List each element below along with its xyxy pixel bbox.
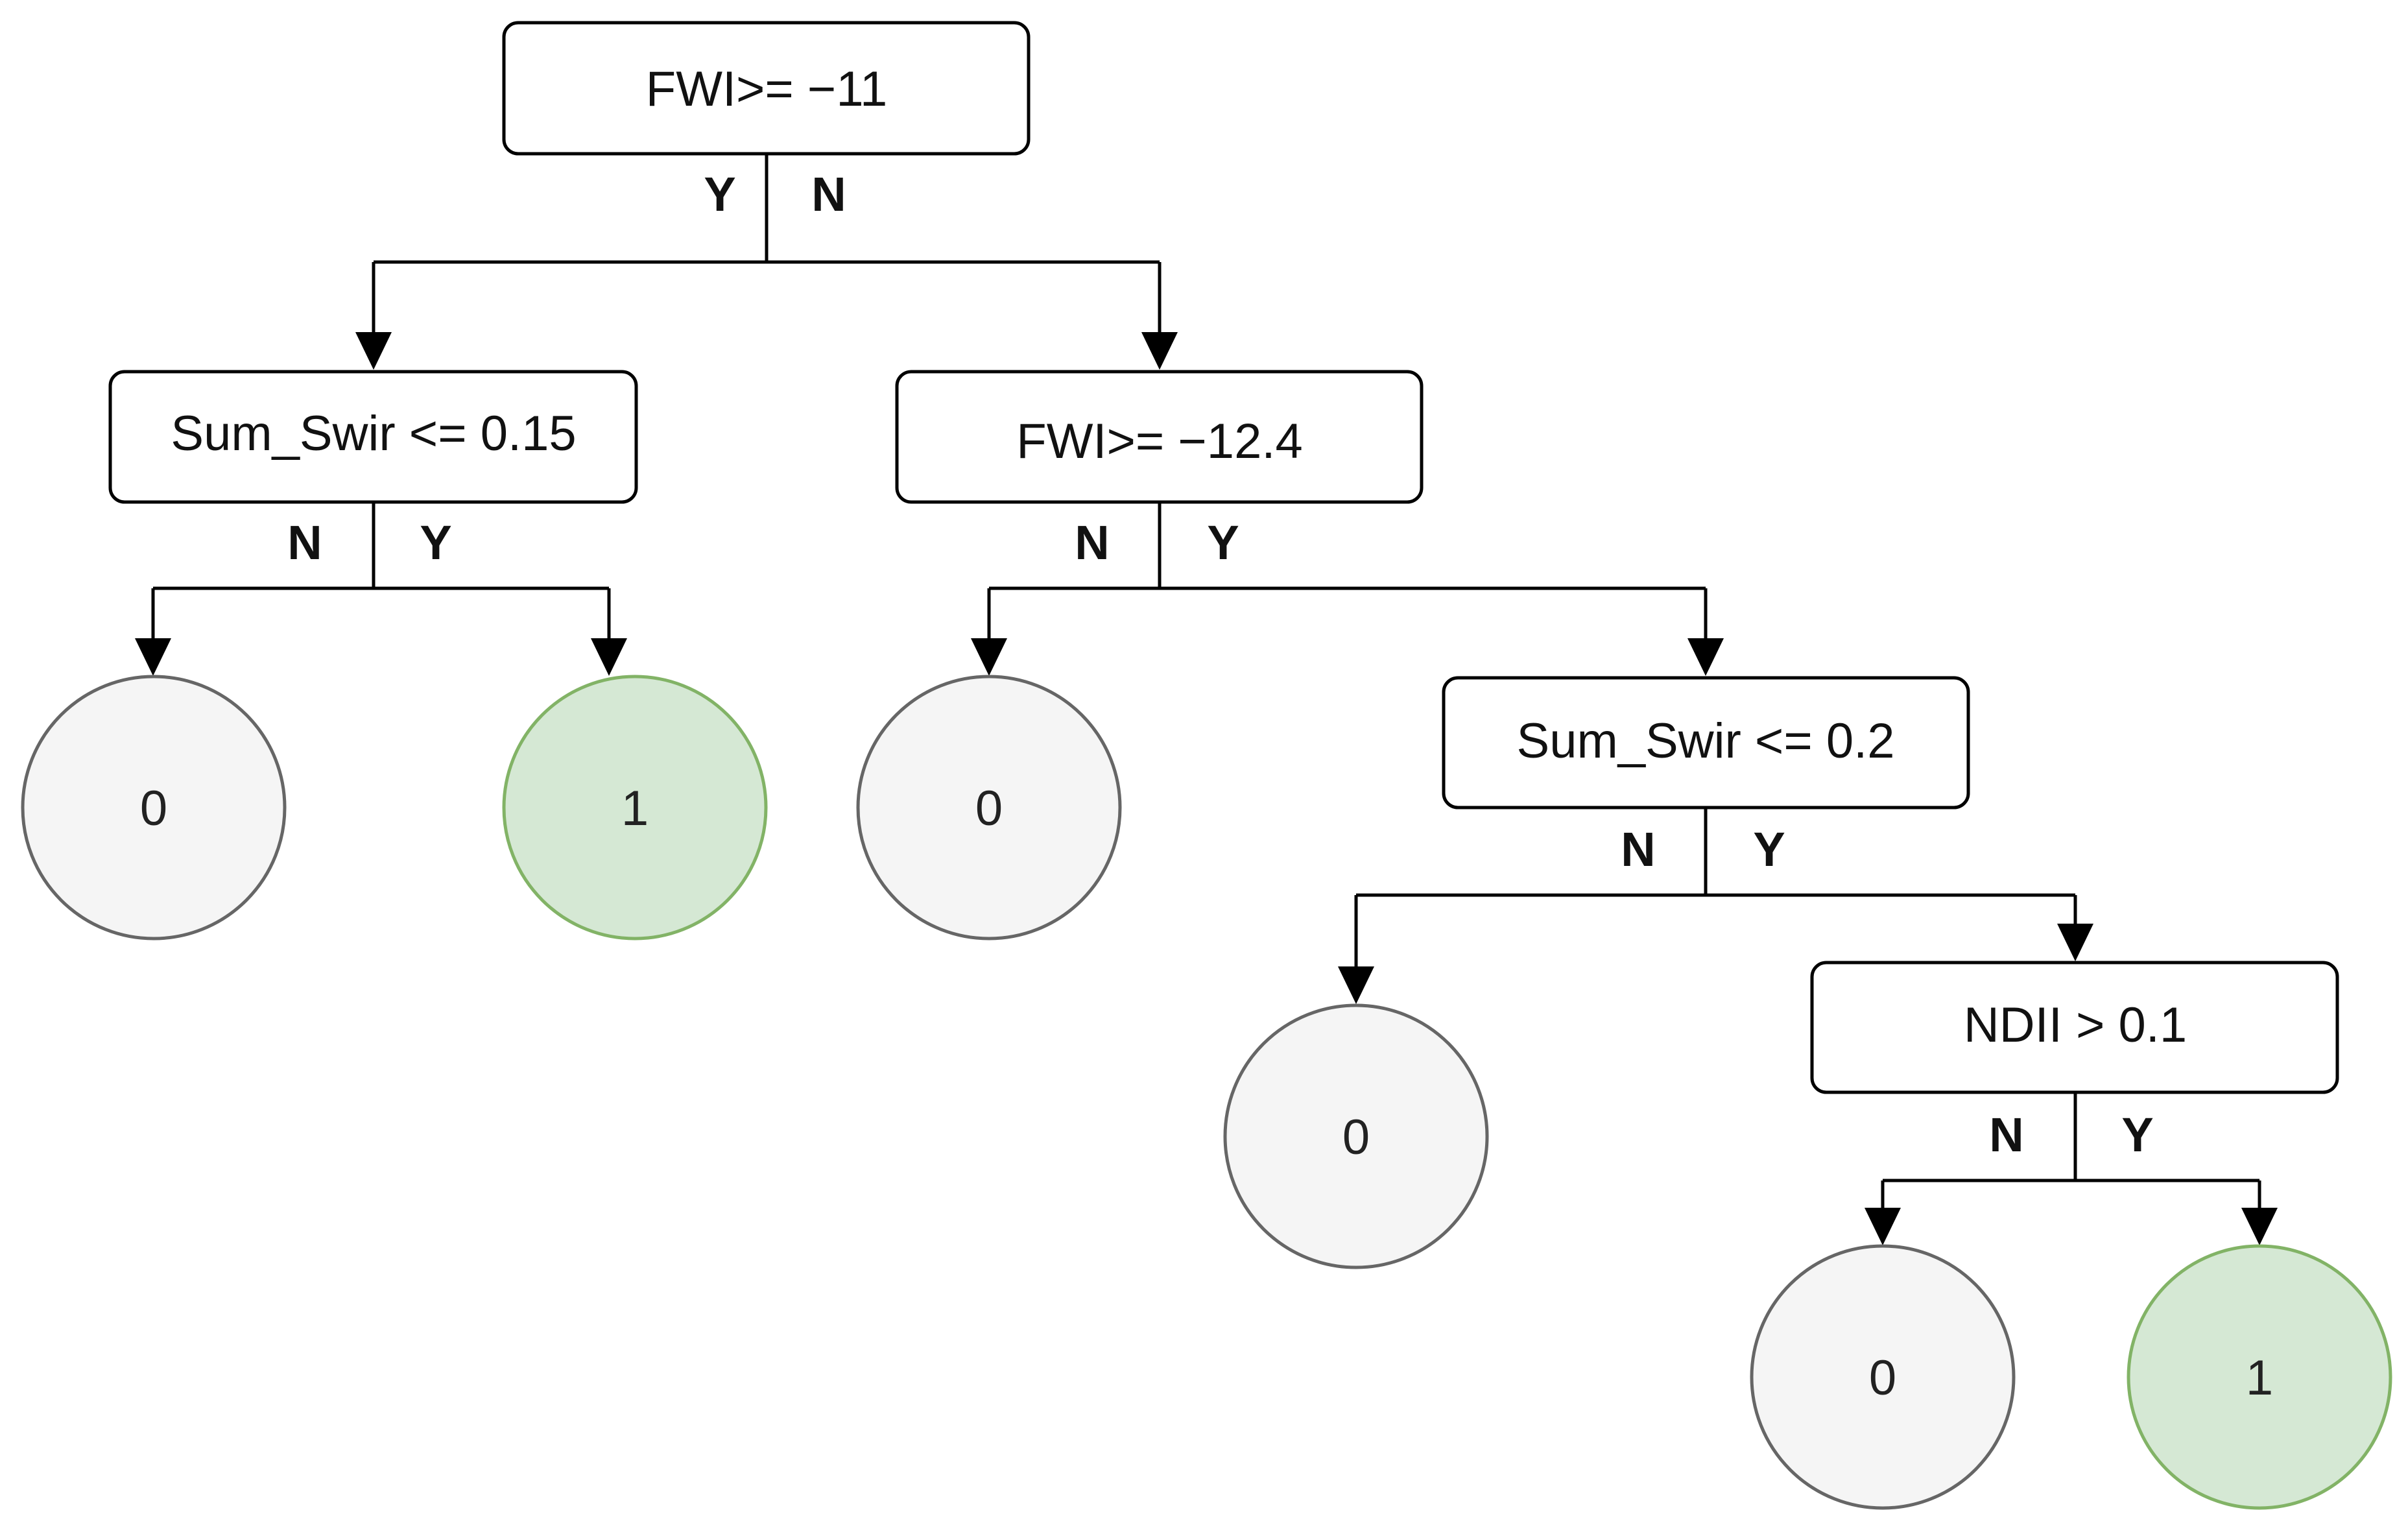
- branch-label-right-split-no: N: [1075, 516, 1109, 569]
- decision-node-deep-split-label: NDII > 0.1: [1964, 998, 2187, 1053]
- decision-node-root: FWI>= −11: [502, 21, 1031, 156]
- leaf-node-label: 1: [2246, 1350, 2273, 1406]
- leaf-node-class-0: 0: [1223, 1003, 1489, 1269]
- arrow-head: [2057, 924, 2093, 961]
- arrow-head: [1338, 966, 1374, 1004]
- leaf-node-class-1: 1: [502, 675, 768, 941]
- branch-label-root-yes: Y: [704, 167, 735, 221]
- leaf-node-class-0: 0: [856, 675, 1122, 941]
- decision-node-deep-split: NDII > 0.1: [1810, 961, 2339, 1094]
- arrow-head: [971, 638, 1007, 676]
- edge-right-split: [971, 502, 1724, 676]
- branch-label-left-split-yes: Y: [420, 516, 451, 569]
- decision-node-right-split: FWI>= −12.4: [895, 370, 1424, 504]
- arrow-head: [1141, 332, 1178, 370]
- arrow-head: [591, 638, 627, 676]
- branch-label-mid-split-no: N: [1621, 822, 1655, 876]
- branch-label-deep-split-no: N: [1989, 1108, 2023, 1162]
- arrow-head: [1687, 638, 1724, 676]
- leaf-node-class-1: 1: [2127, 1244, 2392, 1510]
- arrow-head: [1865, 1208, 1901, 1245]
- branch-label-root-no: N: [811, 167, 846, 221]
- leaf-node-label: 1: [621, 781, 649, 836]
- leaf-node-label: 0: [1869, 1350, 1896, 1406]
- edge-left-split: [135, 502, 627, 676]
- branch-label-deep-split-yes: Y: [2121, 1108, 2153, 1162]
- leaf-node-class-0: 0: [1750, 1244, 2016, 1510]
- arrow-head: [135, 638, 171, 676]
- leaf-node-class-0: 0: [21, 675, 287, 941]
- decision-node-left-split-label: Sum_Swir <= 0.15: [171, 406, 576, 461]
- decision-node-mid-split-label: Sum_Swir <= 0.2: [1517, 713, 1895, 769]
- decision-node-left-split: Sum_Swir <= 0.15: [108, 370, 638, 504]
- branch-label-mid-split-yes: Y: [1753, 822, 1785, 876]
- decision-node-root-label: FWI>= −11: [646, 62, 887, 117]
- leaf-node-label: 0: [1342, 1110, 1370, 1165]
- leaf-node-label: 0: [140, 781, 167, 836]
- edge-mid-split: [1338, 808, 2093, 1004]
- decision-node-right-split-label: FWI>= −12.4: [1016, 414, 1302, 469]
- branch-label-right-split-yes: Y: [1207, 516, 1239, 569]
- arrow-head: [355, 332, 392, 370]
- edge-deep-split: [1865, 1092, 2278, 1245]
- edge-root: [355, 154, 1178, 370]
- leaf-node-label: 0: [975, 781, 1003, 836]
- branch-label-left-split-no: N: [287, 516, 322, 569]
- decision-node-mid-split: Sum_Swir <= 0.2: [1442, 676, 1970, 809]
- arrow-head: [2241, 1208, 2278, 1245]
